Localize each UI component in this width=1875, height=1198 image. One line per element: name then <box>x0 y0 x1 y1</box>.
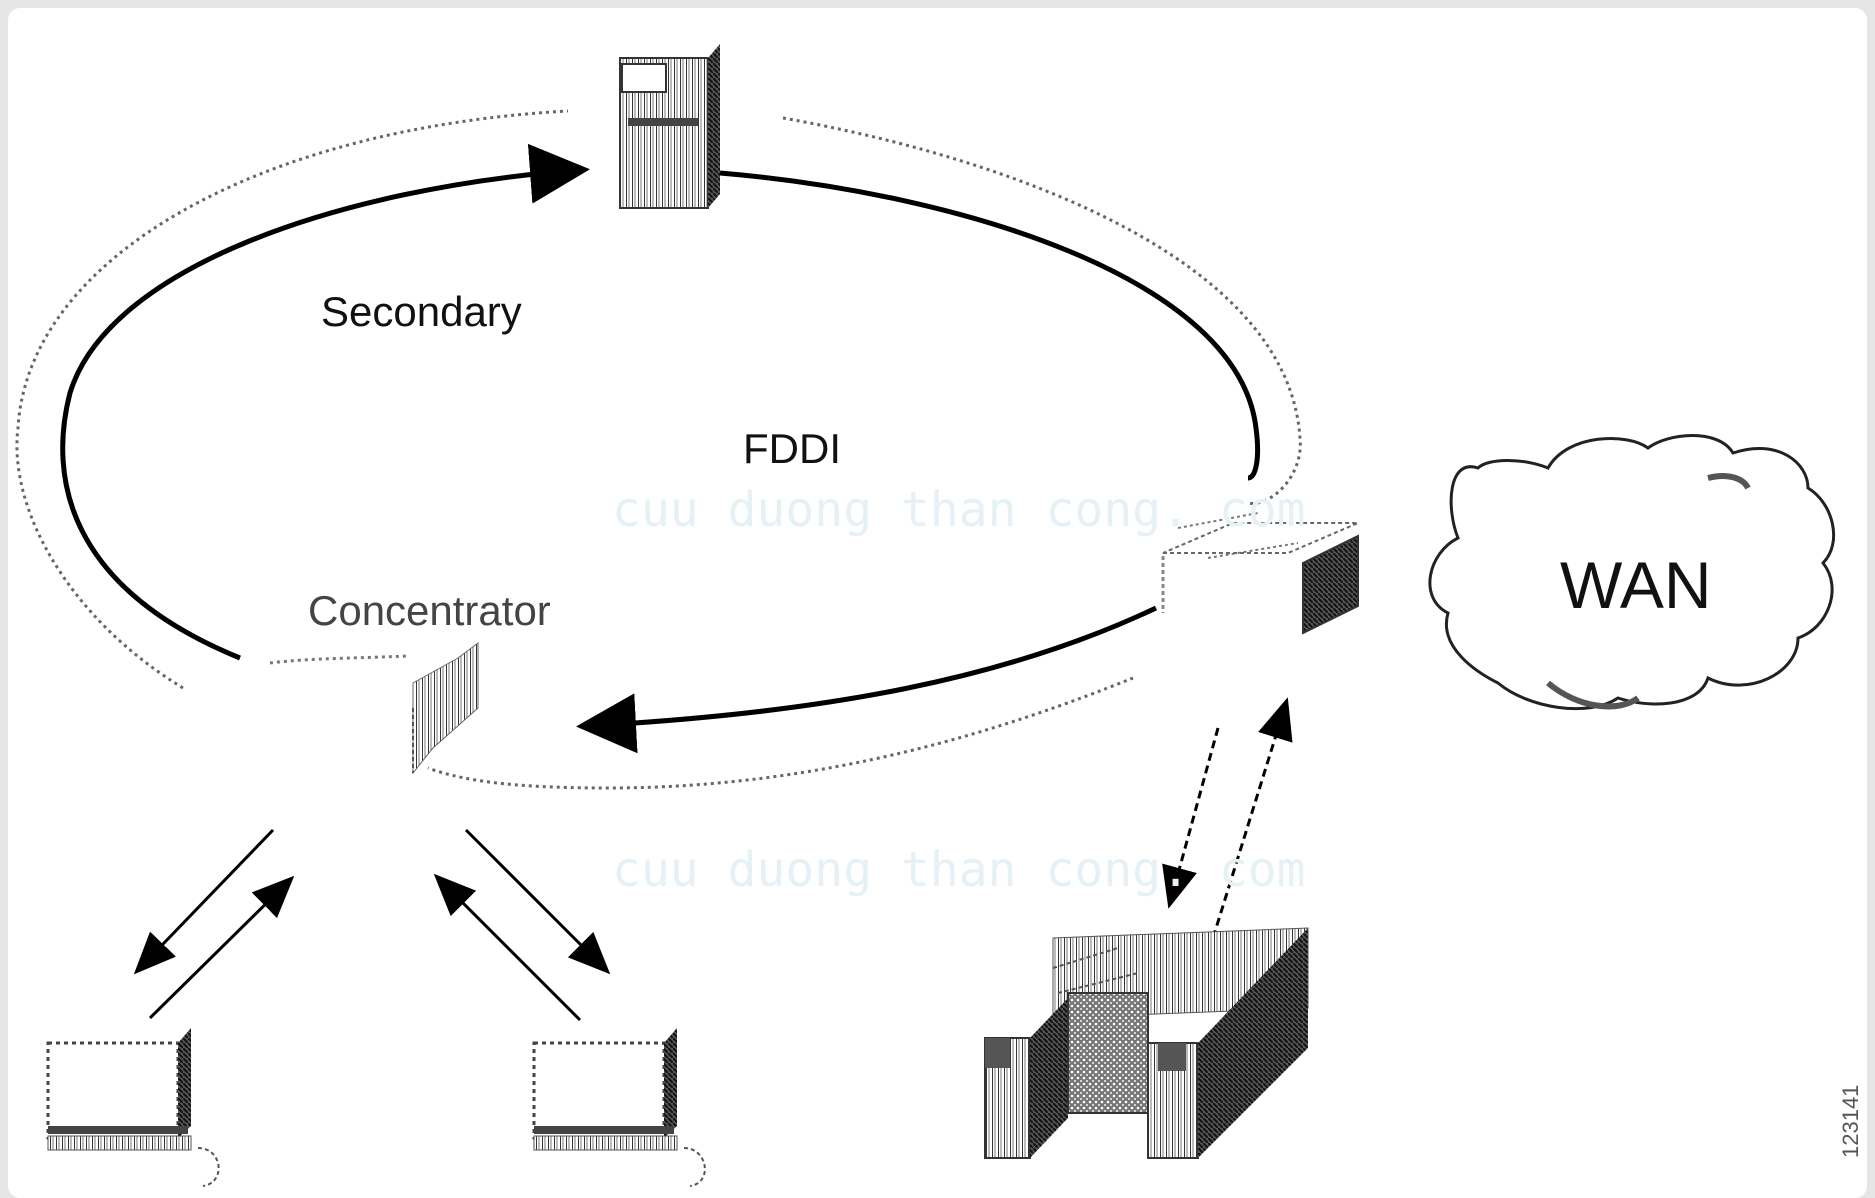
workstation-left-icon <box>46 1028 220 1187</box>
router-icon <box>1161 512 1359 635</box>
secondary-ring-label: Secondary <box>321 288 522 335</box>
concentrator-label: Concentrator <box>308 587 551 634</box>
workstation-right-icon <box>532 1028 706 1187</box>
fddi-label: FDDI <box>743 425 841 472</box>
wan-label: WAN <box>1560 548 1712 622</box>
mainframe-icon <box>984 927 1309 1159</box>
figure-code-label: 123141 <box>1838 1085 1863 1158</box>
diagram-canvas: cuu duong than cong. com cuu duong than … <box>8 8 1867 1198</box>
fddi-network-diagram: cuu duong than cong. com cuu duong than … <box>15 44 1863 1187</box>
watermark-text: cuu duong than cong. com <box>612 482 1306 538</box>
concentrator-icon <box>412 642 479 775</box>
primary-ring <box>60 143 1261 754</box>
wan-cloud-icon <box>1428 434 1836 711</box>
server-station-icon <box>619 44 720 209</box>
secondary-ring <box>15 109 1302 790</box>
router-mainframe-links <box>1162 697 1293 939</box>
watermark-text: cuu duong than cong. com <box>612 842 1306 898</box>
concentrator-workstation-links <box>133 828 611 1022</box>
